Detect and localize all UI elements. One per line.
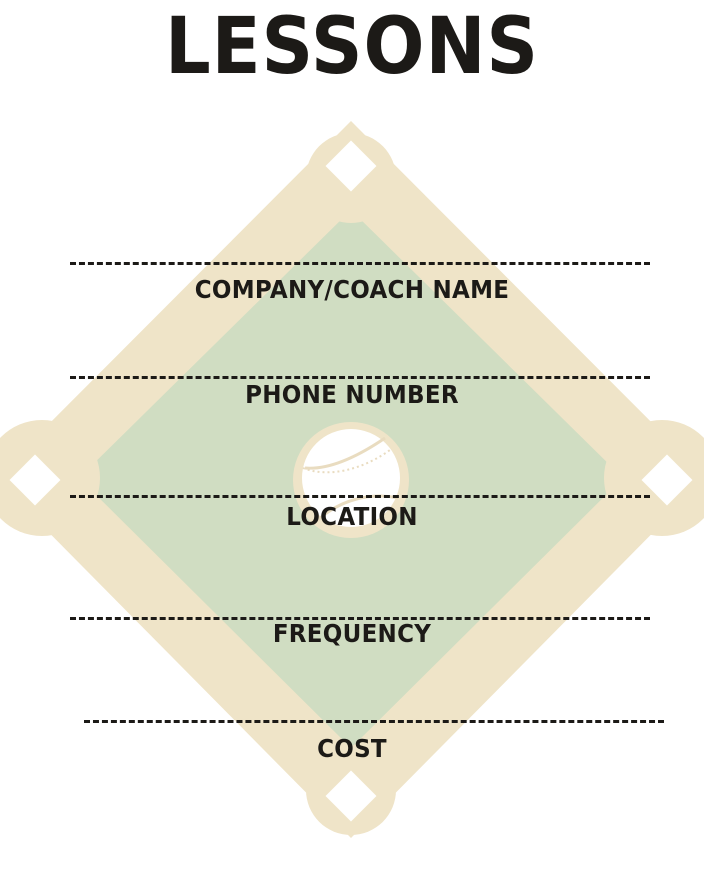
frequency-label: FREQUENCY [272,619,432,648]
frequency-line[interactable] [70,617,650,620]
company-coach-name-label: COMPANY/COACH NAME [194,275,510,304]
first-base [641,454,693,506]
location-line[interactable] [70,495,650,498]
phone-number-line[interactable] [70,376,650,379]
phone-number-label: PHONE NUMBER [245,380,459,409]
location-label: LOCATION [286,502,418,531]
cost-line[interactable] [84,720,664,723]
home-plate [325,770,377,822]
company-coach-name-line[interactable] [70,262,650,265]
page-title: LESSONS [164,2,540,92]
cost-label: COST [317,734,387,763]
